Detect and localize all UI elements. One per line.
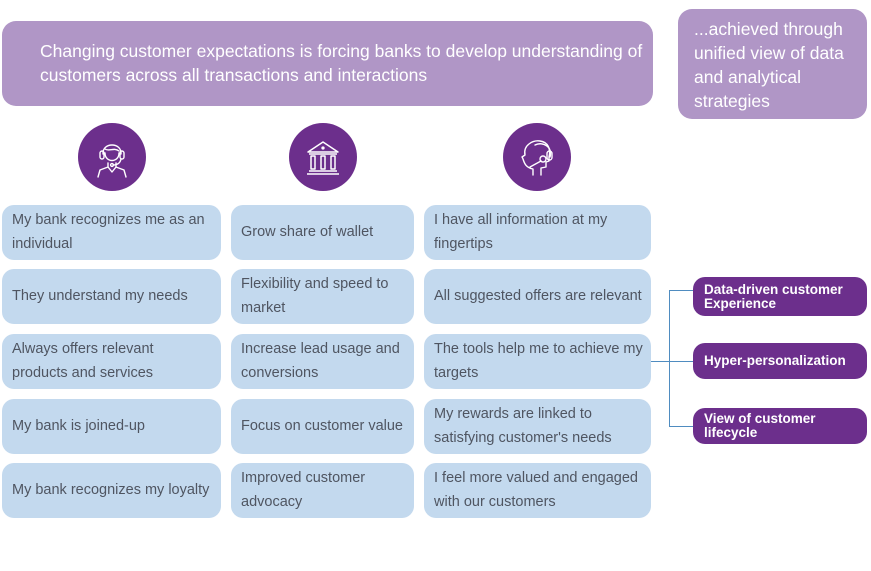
card-customer-1: My bank recognizes me as an individual <box>2 205 221 260</box>
connector-branch-1 <box>669 290 693 291</box>
card-text: My bank recognizes me as an individual <box>12 212 205 252</box>
card-text: Focus on customer value <box>241 417 403 434</box>
connector-branch-2 <box>669 361 693 362</box>
bank-building-icon <box>289 123 357 191</box>
card-agent-1: I have all information at my fingertips <box>424 205 651 260</box>
card-text: Increase lead usage and conversions <box>241 341 400 381</box>
side-banner: ...achieved through unified view of data… <box>678 9 867 119</box>
outcome-text: Data-driven customer Experience <box>704 281 843 311</box>
card-agent-5: I feel more valued and engaged with our … <box>424 463 651 518</box>
customer-headset-person-icon <box>78 123 146 191</box>
card-text: The tools help me to achieve my targets <box>434 341 643 381</box>
card-customer-3: Always offers relevant products and serv… <box>2 334 221 389</box>
card-text: Improved customer advocacy <box>241 470 366 510</box>
card-text: My bank recognizes my loyalty <box>12 481 210 498</box>
card-bank-1: Grow share of wallet <box>231 205 414 260</box>
card-text: They understand my needs <box>12 287 188 304</box>
card-text: All suggested offers are relevant <box>434 287 642 304</box>
card-customer-2: They understand my needs <box>2 269 221 324</box>
header-main-text: Changing customer expectations is forcin… <box>40 41 643 85</box>
card-text: Grow share of wallet <box>241 223 374 240</box>
header-side-text: ...achieved through unified view of data… <box>694 19 844 111</box>
card-customer-5: My bank recognizes my loyalty <box>2 463 221 518</box>
card-text: I have all information at my fingertips <box>434 212 608 252</box>
card-text: My bank is joined-up <box>12 417 145 434</box>
card-bank-4: Focus on customer value <box>231 399 414 454</box>
card-bank-5: Improved customer advocacy <box>231 463 414 518</box>
outcome-text: Hyper-personalization <box>704 353 846 368</box>
outcome-hyper-personalization: Hyper-personalization <box>693 343 867 379</box>
card-text: Flexibility and speed to market <box>241 276 389 316</box>
card-agent-2: All suggested offers are relevant <box>424 269 651 324</box>
connector-stem <box>651 361 670 362</box>
card-agent-3: The tools help me to achieve my targets <box>424 334 651 389</box>
card-text: I feel more valued and engaged with our … <box>434 470 638 510</box>
header-banner: Changing customer expectations is forcin… <box>2 21 653 106</box>
card-agent-4: My rewards are linked to satisfying cust… <box>424 399 651 454</box>
card-customer-4: My bank is joined-up <box>2 399 221 454</box>
card-text: My rewards are linked to satisfying cust… <box>434 406 612 446</box>
outcome-text: View of customer lifecycle <box>704 411 816 440</box>
outcome-lifecycle: View of customer lifecycle <box>693 408 867 444</box>
card-text: Always offers relevant products and serv… <box>12 341 154 381</box>
agent-head-headset-icon <box>503 123 571 191</box>
connector-branch-3 <box>669 426 693 427</box>
card-bank-2: Flexibility and speed to market <box>231 269 414 324</box>
connector-vertical <box>669 290 670 427</box>
outcome-data-driven: Data-driven customer Experience <box>693 277 867 316</box>
card-bank-3: Increase lead usage and conversions <box>231 334 414 389</box>
